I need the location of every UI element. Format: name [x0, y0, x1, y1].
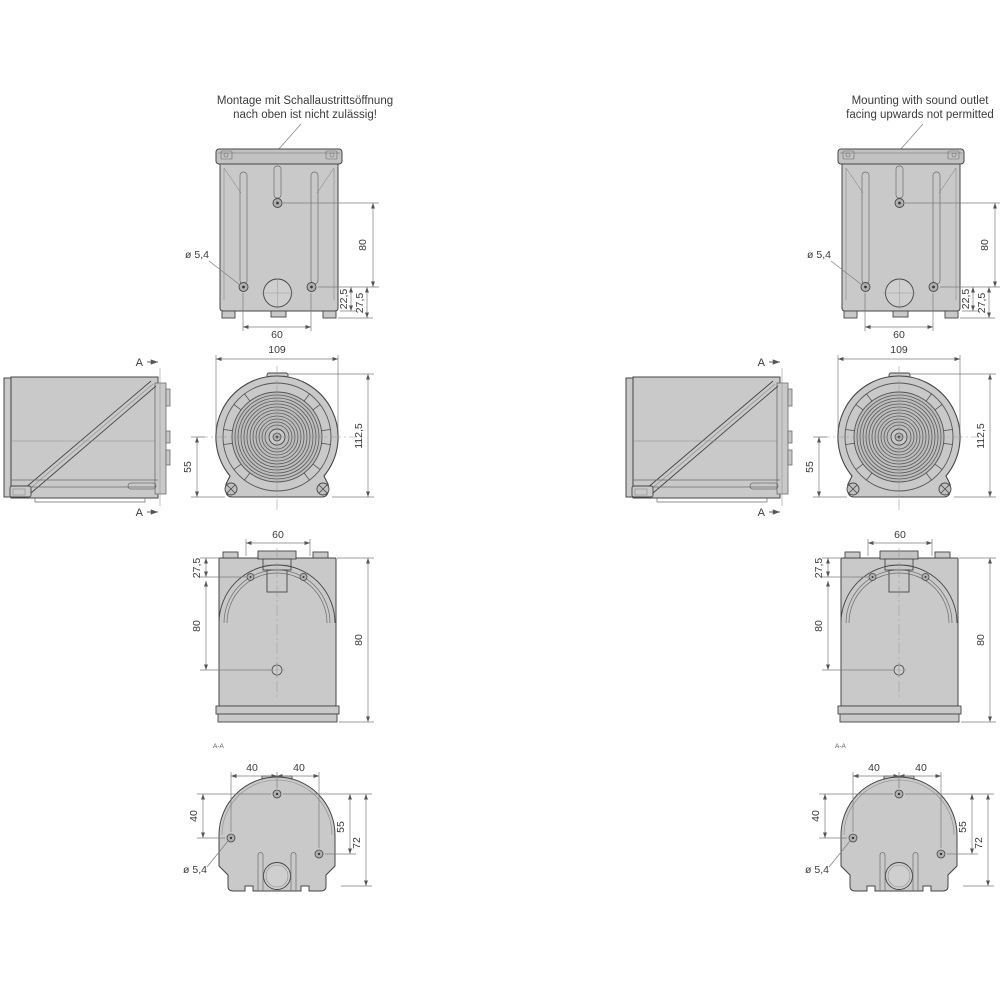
dim-hole-dia-rear: ø 5,4: [185, 249, 209, 261]
dim-40-bottom-vert: 40: [188, 810, 200, 822]
dim-22-5-rear: 22,5: [338, 289, 350, 310]
dim-hole-dia-bottom: ø 5,4: [805, 864, 829, 876]
dim-60-section: 60: [272, 529, 284, 541]
dim-27-5-rear: 27,5: [354, 293, 366, 314]
dim-112-5-front: 112,5: [975, 423, 987, 449]
dim-hole-dia-bottom: ø 5,4: [183, 864, 207, 876]
section-letter-bottom: A: [758, 507, 766, 519]
dim-80-rear: 80: [979, 239, 991, 251]
warning-note-line2: nach oben ist nicht zulässig!: [233, 109, 377, 121]
dim-27-5-section: 27,5: [813, 558, 825, 579]
dim-27-5-section: 27,5: [191, 558, 203, 579]
dim-40-bottom-left-seg: 40: [868, 762, 880, 774]
dim-40-bottom-vert: 40: [810, 810, 822, 822]
dim-80-section-left: 80: [813, 620, 825, 632]
panel-german: Montage mit Schallaustrittsöffnung nach …: [0, 0, 440, 1000]
dim-80-section-right: 80: [353, 634, 365, 646]
dim-27-5-rear: 27,5: [976, 293, 988, 314]
warning-note-line1: Mounting with sound outlet: [852, 95, 990, 107]
section-letter-top: A: [136, 357, 144, 369]
section-label: A-A: [213, 743, 225, 750]
dim-22-5-rear: 22,5: [960, 289, 972, 310]
drawing-views: [626, 124, 1000, 891]
dim-55-bottom: 55: [335, 821, 347, 833]
dim-72-bottom: 72: [973, 837, 985, 849]
warning-note-line1: Montage mit Schallaustrittsöffnung: [217, 95, 393, 107]
dim-55-front: 55: [182, 461, 194, 473]
dim-40-bottom-left-seg: 40: [246, 762, 258, 774]
dim-40-bottom-right-seg: 40: [293, 762, 305, 774]
dim-40-bottom-right-seg: 40: [915, 762, 927, 774]
dim-60-rear: 60: [893, 329, 905, 341]
dim-55-bottom: 55: [957, 821, 969, 833]
dim-109-front: 109: [268, 344, 286, 356]
dim-80-rear: 80: [357, 239, 369, 251]
dim-80-section-right: 80: [975, 634, 987, 646]
dim-60-rear: 60: [271, 329, 283, 341]
dim-109-front: 109: [890, 344, 908, 356]
warning-note-line2: facing upwards not permitted: [846, 109, 994, 121]
panel-english: Mounting with sound outlet facing upward…: [622, 0, 1000, 1000]
section-label: A-A: [835, 743, 847, 750]
drawing-svg-german: Montage mit Schallaustrittsöffnung nach …: [0, 95, 393, 1000]
drawing-views: [4, 124, 379, 891]
section-letter-top: A: [758, 357, 766, 369]
dim-60-section: 60: [894, 529, 906, 541]
dim-112-5-front: 112,5: [353, 423, 365, 449]
drawing-svg-english: Mounting with sound outlet facing upward…: [622, 95, 1000, 1000]
dim-55-front: 55: [804, 461, 816, 473]
section-letter-bottom: A: [136, 507, 144, 519]
dim-hole-dia-rear: ø 5,4: [807, 249, 831, 261]
dim-80-section-left: 80: [191, 620, 203, 632]
dim-72-bottom: 72: [351, 837, 363, 849]
